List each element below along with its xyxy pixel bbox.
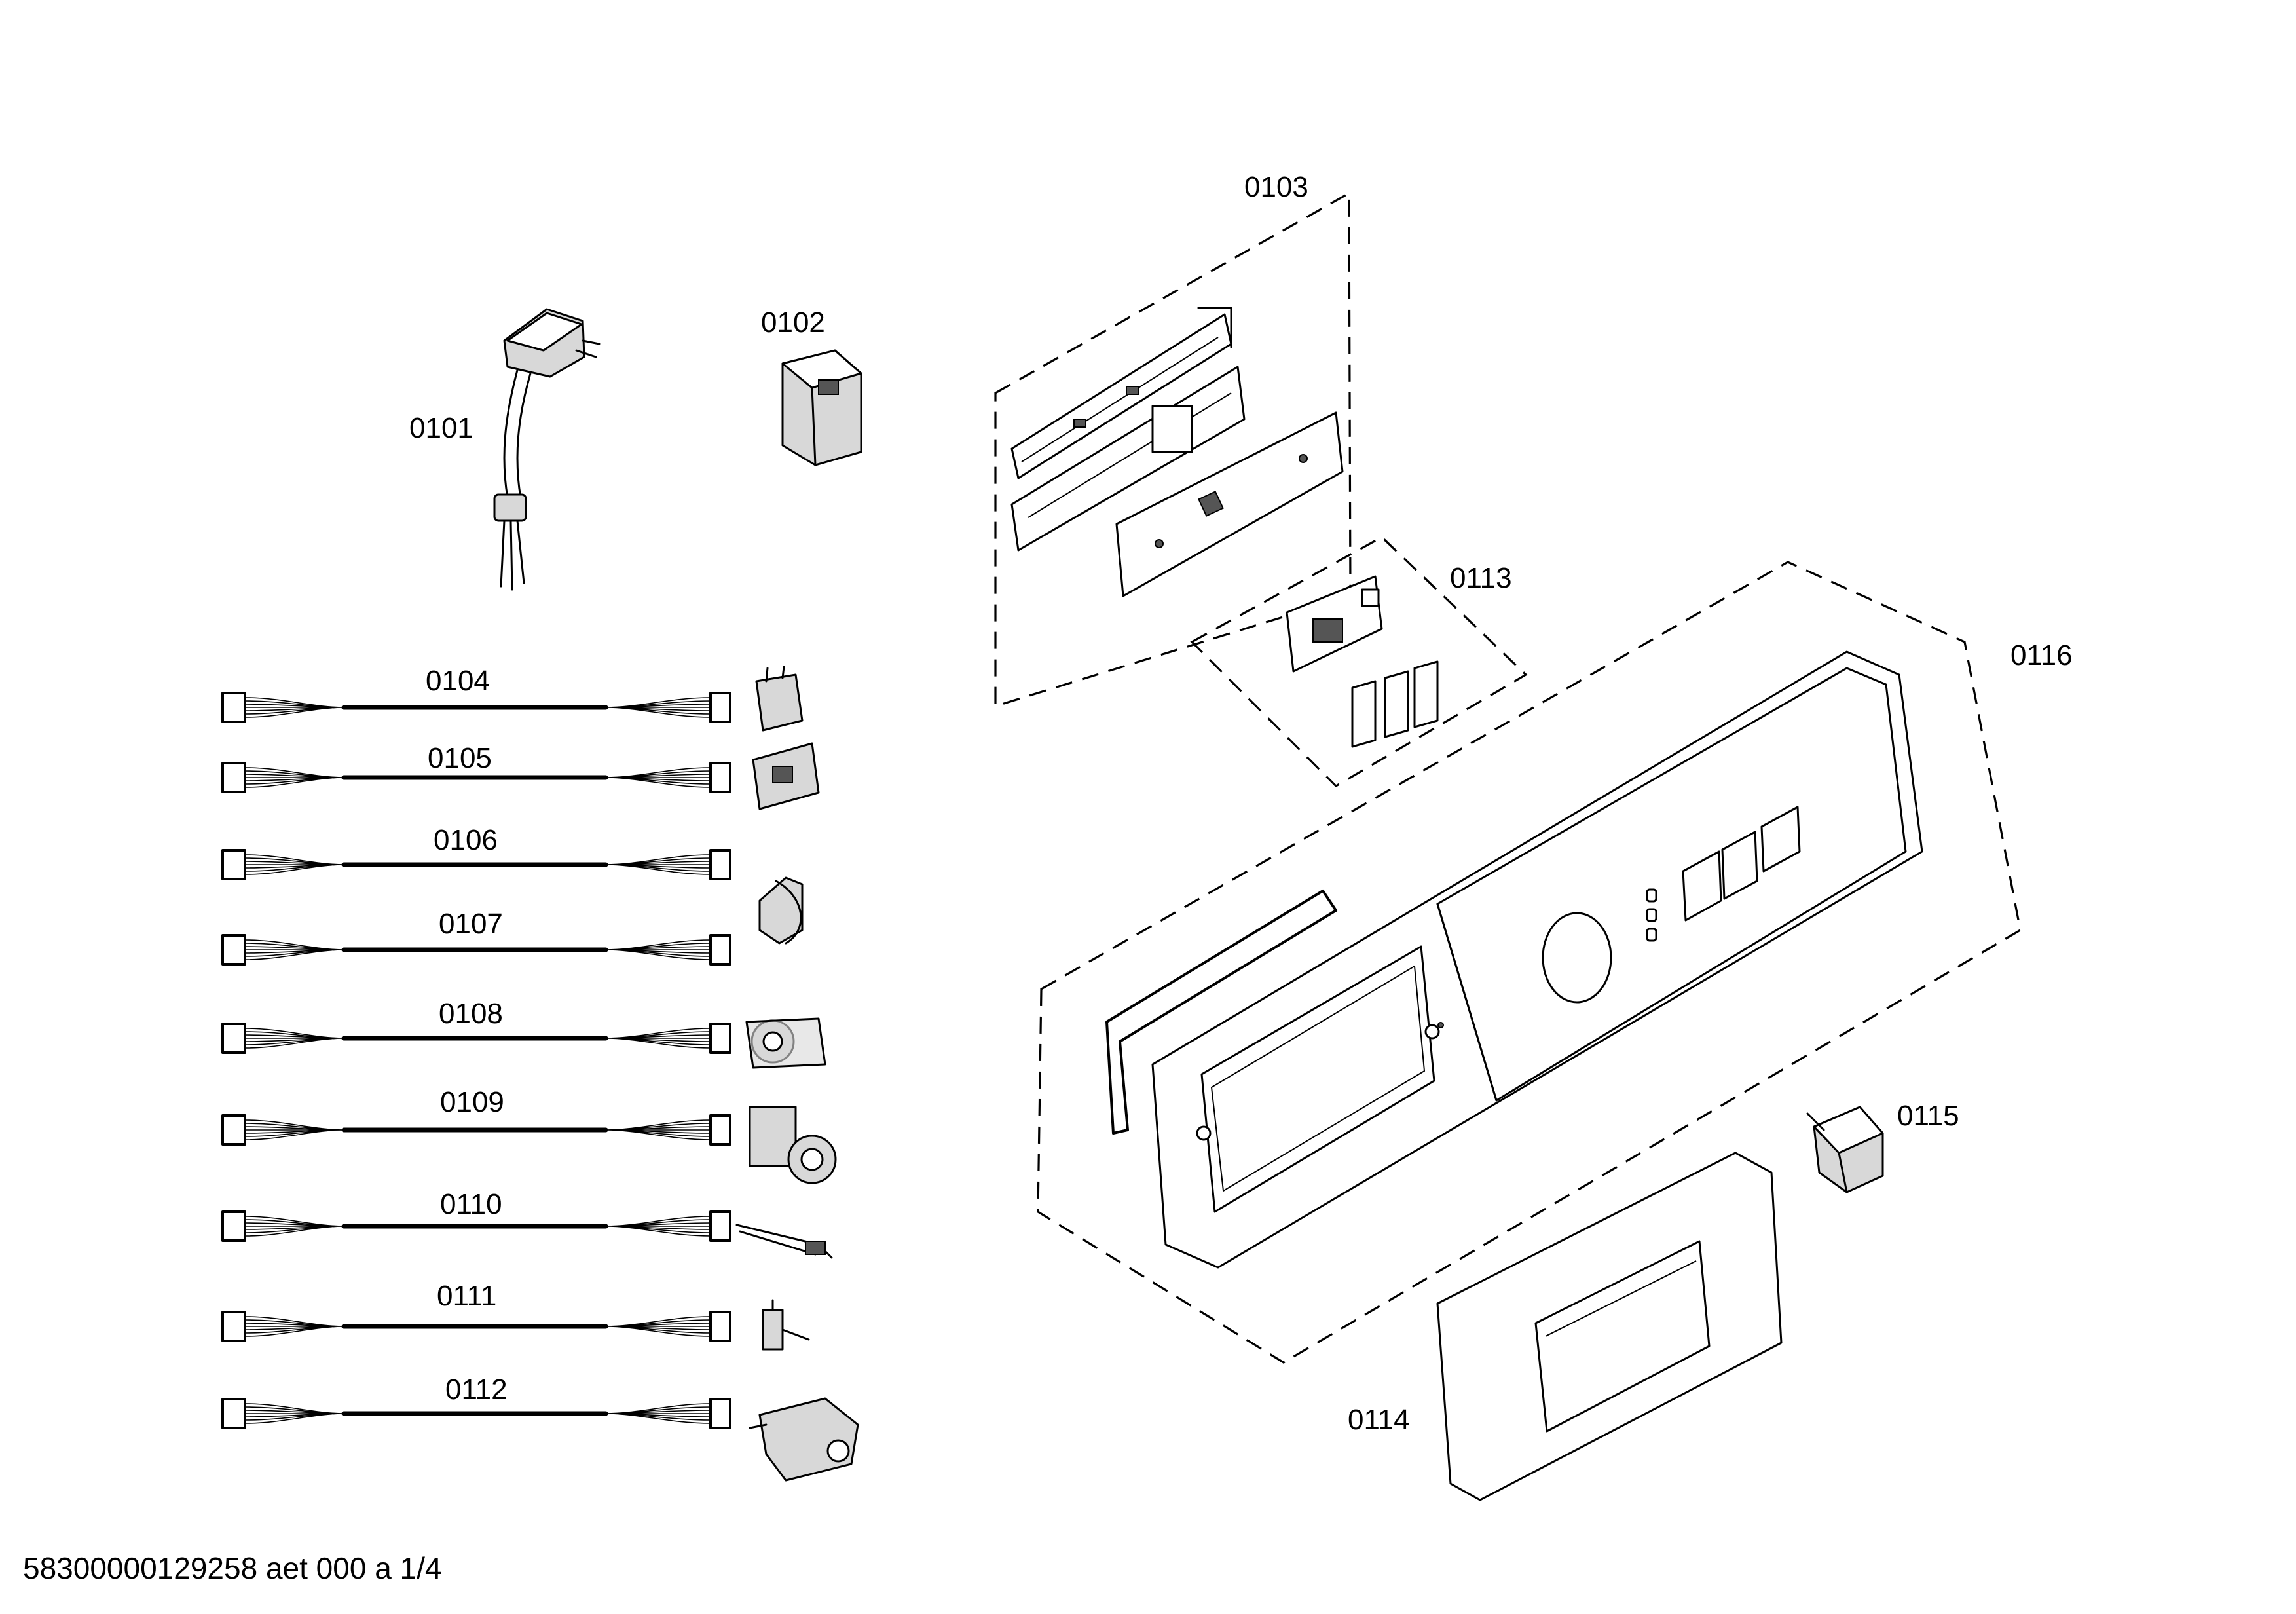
label-0107: 0107 [439,908,503,940]
control-panel-fascia [1037,561,2022,1364]
label-0116: 0116 [2010,639,2073,671]
label-0106: 0106 [434,824,498,856]
interference-filter [781,349,862,466]
circulation-pump-icon [749,1106,837,1184]
label-0102: 0102 [761,307,825,339]
connector-plug [709,692,731,723]
wire-fan [244,1403,711,1424]
wiring-harness [221,1210,731,1242]
wiring-harness [221,1398,731,1429]
label-0111: 0111 [437,1280,496,1312]
label-0104: 0104 [426,665,490,697]
detergent-drawer-handle [1436,1152,1783,1501]
wire-fan [244,1119,711,1140]
label-0114: 0114 [1348,1404,1410,1436]
connector-plug [221,849,246,880]
label-0103: 0103 [1244,171,1308,203]
wiring-harness [221,1311,731,1342]
connector-plug [221,1114,246,1146]
label-0108: 0108 [439,998,503,1030]
label-0112: 0112 [445,1374,508,1406]
wiring-harnesses [221,692,731,1429]
connector-plug [709,1114,731,1146]
connector-plug [221,1398,246,1429]
drain-pump-icon [745,1017,826,1069]
heating-element-icon [735,1224,833,1259]
ntc-sensor-icon [762,1299,810,1351]
wire-fan [244,939,711,960]
connector-plug [221,692,246,723]
wire-fan [244,1316,711,1337]
connector-plug [709,849,731,880]
label-0105: 0105 [428,742,492,774]
connector-plug [709,762,731,793]
wiring-harness [221,1023,731,1054]
wire-fan [244,1216,711,1237]
connector-plug [709,934,731,966]
drawing-reference: 58300000129258 aet 000 a 1/4 [23,1551,442,1585]
door-lock-icon [755,666,804,732]
motor-icon [749,1397,859,1482]
label-0113: 0113 [1450,562,1512,594]
connector-plug [709,1311,731,1342]
connector-plug [221,1210,246,1242]
control-electronics-boards [994,191,1352,708]
wire-fan [244,1028,711,1049]
wiring-harness [221,692,731,723]
wiring-harness [221,849,731,880]
connector-plug [221,1023,246,1054]
connector-plug [709,1023,731,1054]
wire-fan [244,697,711,718]
connector-plug [709,1398,731,1429]
label-0110: 0110 [440,1188,502,1220]
pressure-switch-icon [758,876,804,945]
wiring-harness [221,934,731,966]
door-lock-switch-icon [752,742,820,810]
label-0115: 0115 [1897,1100,1959,1132]
connector-plug [221,934,246,966]
label-0101: 0101 [409,412,473,444]
power-cord-plug [493,308,601,591]
connector-plug [221,762,246,793]
wiring-harness [221,762,731,793]
wiring-harness [221,1114,731,1146]
connector-plug [709,1210,731,1242]
wire-fan [244,767,711,788]
wire-fan [244,854,711,875]
led-board-contacts [1190,536,1528,788]
label-0109: 0109 [440,1086,504,1118]
programme-selector-knob [1806,1106,1884,1193]
connector-plug [221,1311,246,1342]
